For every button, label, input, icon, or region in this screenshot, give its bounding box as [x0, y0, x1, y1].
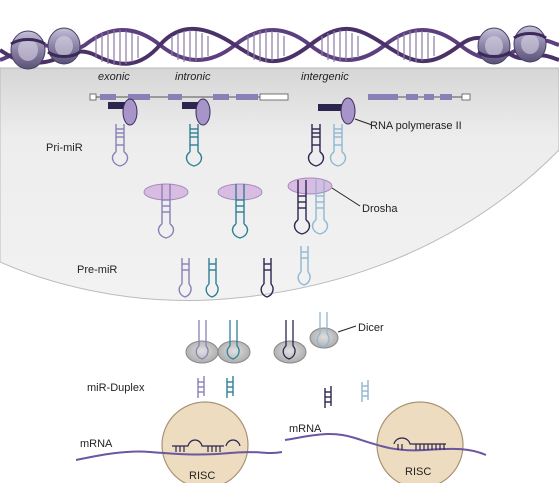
histone-pair-right — [477, 25, 547, 65]
mir-duplex-exonic — [197, 376, 205, 398]
label-risc-left: RISC — [189, 470, 215, 482]
pri-mir-hairpin-intergenic-2 — [329, 124, 347, 167]
pri-mir-hairpin-intergenic-1 — [307, 124, 325, 167]
bound-mirna-left — [172, 439, 241, 452]
dicer-hairpin-intergenic-2 — [316, 312, 330, 348]
drosha-hairpin-intergenic-2 — [311, 180, 329, 235]
label-pri-mir: Pri-miR — [46, 142, 83, 154]
dicer-hairpin-exonic — [195, 320, 209, 360]
drosha-exonic — [143, 183, 189, 201]
label-risc-right: RISC — [405, 466, 431, 478]
rna-polymerase-intergenic — [318, 97, 356, 125]
label-mrna-left: mRNA — [80, 438, 113, 450]
dicer-hairpin-intronic — [226, 320, 240, 360]
dicer-exonic — [185, 340, 219, 364]
drosha-hairpin-intergenic-1 — [293, 180, 311, 235]
pre-mir-intergenic-2 — [297, 246, 311, 286]
label-rna-polymerase: RNA polymerase II — [370, 120, 462, 132]
leader-rna-polymerase — [354, 118, 373, 126]
mir-duplex-intergenic-2 — [361, 380, 369, 402]
drosha-intergenic — [287, 177, 333, 195]
dicer-intergenic-1 — [273, 340, 307, 364]
drosha-hairpin-exonic — [157, 184, 175, 239]
dicer-intergenic-2 — [309, 327, 339, 349]
leader-drosha — [331, 187, 361, 207]
drosha-intronic — [217, 183, 263, 201]
label-intergenic: intergenic — [301, 71, 349, 83]
mir-duplex-intronic — [226, 376, 234, 398]
rna-polymerase-intronic — [182, 98, 211, 126]
mir-duplex-intergenic-1 — [324, 386, 332, 408]
mrna-strand-right — [284, 433, 487, 456]
nucleus — [0, 67, 559, 301]
label-mrna-right: mRNA — [289, 423, 322, 435]
dna-base-pairs — [95, 30, 435, 65]
label-drosha: Drosha — [362, 203, 398, 215]
rna-polymerase-exonic — [108, 98, 138, 126]
label-pre-mir: Pre-miR — [77, 264, 117, 276]
label-intronic: intronic — [175, 71, 211, 83]
host-gene-left — [89, 93, 289, 101]
pre-mir-intergenic-1 — [260, 258, 274, 298]
pre-mir-exonic — [178, 258, 192, 298]
histone-pair-left — [10, 27, 81, 70]
drosha-hairpin-intronic — [231, 184, 249, 239]
risc-left — [161, 401, 249, 483]
pre-mir-intronic — [205, 258, 219, 298]
pri-mir-hairpin-exonic — [111, 124, 129, 167]
pri-mir-hairpin-intronic — [185, 124, 203, 167]
label-mir-duplex: miR-Duplex — [87, 382, 145, 394]
dicer-hairpin-intergenic-1 — [282, 320, 296, 360]
dicer-intronic — [217, 340, 251, 364]
bound-mirna-right — [393, 437, 446, 450]
chromatin-dna — [0, 25, 559, 70]
dna-strand-1 — [0, 28, 559, 62]
leader-dicer — [337, 325, 357, 333]
host-gene-right — [368, 93, 471, 101]
label-dicer: Dicer — [358, 322, 384, 334]
label-exonic: exonic — [98, 71, 130, 83]
mrna-strand-left — [75, 450, 283, 461]
